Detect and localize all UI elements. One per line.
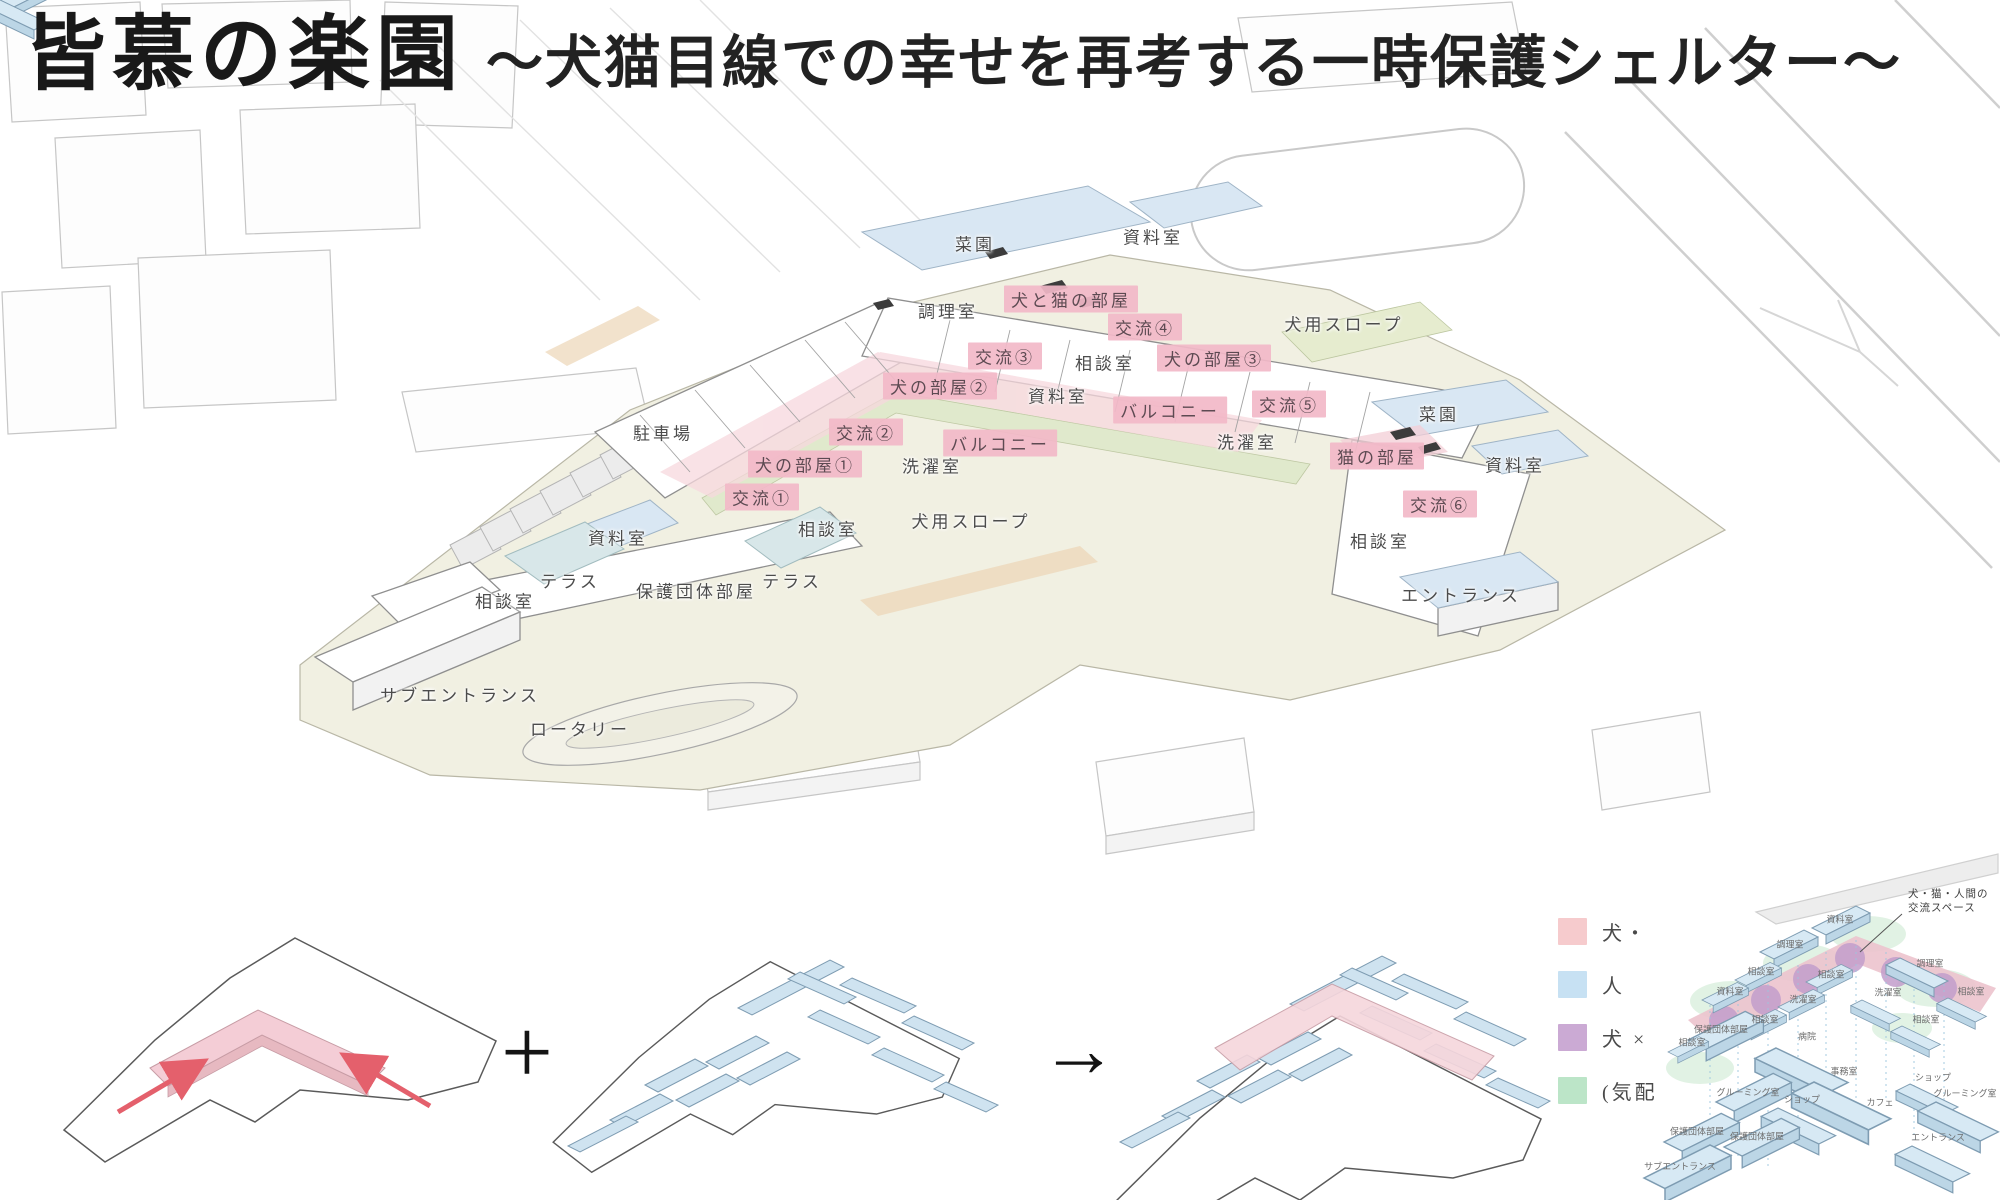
plus-operator: + <box>501 1001 553 1103</box>
concept-diagram-rooms <box>552 959 1000 1173</box>
concept-diagram-combined <box>1108 955 1551 1200</box>
legend-swatch <box>1558 971 1587 998</box>
legend-label: (気配 <box>1602 1082 1658 1104</box>
title-subtitle: ～犬猫目線での幸せを再考する一時保護シェルター～ <box>486 32 1903 95</box>
shelter-building <box>313 297 1559 711</box>
context-sketch-lines <box>379 0 931 301</box>
page-title: 皆慕の楽園 ～犬猫目線での幸せを再考する一時保護シェルター～ <box>24 14 1902 96</box>
terraces <box>503 506 857 585</box>
interaction-space-callout: 犬・猫・人間の 交流スペース <box>1908 888 1989 916</box>
callout-line1: 犬・猫・人間の <box>1908 889 1989 900</box>
callout-leader-line <box>1859 913 1903 953</box>
legend-swatch <box>1558 1024 1587 1051</box>
legend-swatch <box>1558 1077 1587 1104</box>
callout-line2: 交流スペース <box>1908 903 1976 915</box>
legend-label: 犬・ <box>1602 923 1648 945</box>
legend-swatch <box>1558 918 1587 945</box>
rotary <box>522 682 798 766</box>
color-legend: 犬・人犬 × (気配 <box>1558 905 1658 1117</box>
tan-walkways <box>545 306 1098 616</box>
arrow-operator: → <box>1040 1006 1118 1093</box>
legend-label: 犬 × <box>1602 1029 1648 1051</box>
context-roads <box>1564 0 2000 569</box>
legend-row: 犬・ <box>1558 905 1658 958</box>
legend-row: 人 <box>1558 958 1658 1011</box>
legend-row: (気配 <box>1558 1064 1658 1117</box>
concept-diagram-circulation <box>62 937 497 1163</box>
legend-label: 人 <box>1602 976 1625 998</box>
legend-row: 犬 × <box>1558 1011 1658 1064</box>
title-main: 皆慕の楽園 <box>24 9 465 100</box>
